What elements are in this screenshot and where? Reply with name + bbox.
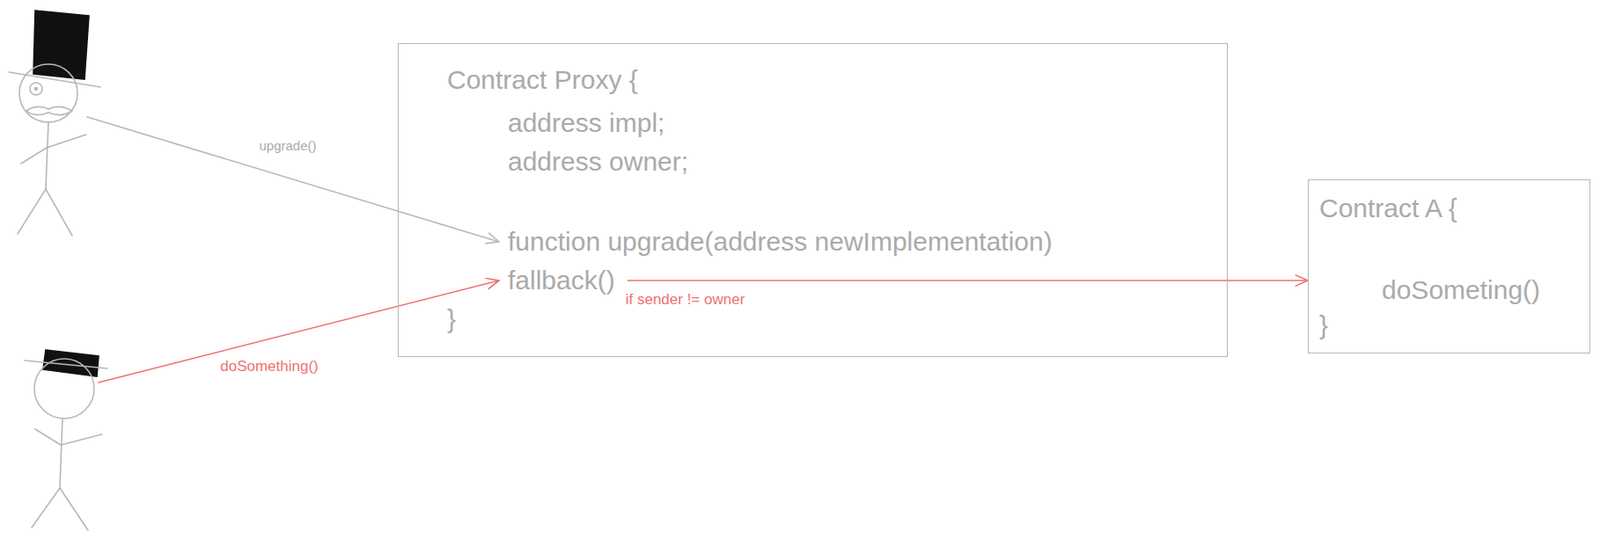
hat-brim <box>24 360 108 369</box>
code-line: function upgrade(address newImplementati… <box>507 225 1053 259</box>
top-hat <box>33 10 89 80</box>
head <box>19 64 78 123</box>
code-line: } <box>1319 308 1329 343</box>
code-box: Contract Proxy { address impl; address own… <box>397 43 1228 358</box>
call-label: upgrade() <box>258 138 316 155</box>
code-line: doSometing() <box>1381 273 1541 308</box>
code-line: } <box>447 302 456 337</box>
call-arrow <box>98 280 500 383</box>
leg <box>31 488 60 529</box>
arrow-head <box>485 233 500 244</box>
leader-line <box>627 279 1228 282</box>
call-label: doSomething() <box>220 358 319 376</box>
body <box>45 122 49 190</box>
arrow-head <box>485 278 500 289</box>
arm <box>35 429 61 446</box>
head <box>34 359 95 419</box>
leg <box>45 189 73 236</box>
code-line: address owner; <box>507 145 689 179</box>
leg <box>17 189 46 235</box>
code-line: Contract Proxy { <box>447 63 639 97</box>
code-line: Contract A { <box>1319 191 1458 226</box>
arm <box>21 147 47 164</box>
arm <box>60 434 103 446</box>
leg <box>59 488 89 531</box>
mustache <box>26 106 73 115</box>
arm <box>46 134 87 148</box>
arrow-head <box>1295 275 1308 287</box>
body <box>59 418 63 489</box>
call-arrow <box>87 117 500 243</box>
monocle-dot <box>35 88 38 91</box>
edge-label: if sender != owner <box>623 291 748 309</box>
code-box: Contract A { doSometing()} <box>1307 179 1591 354</box>
monocle <box>29 82 43 96</box>
stick-figure <box>24 350 108 531</box>
stick-figure <box>8 10 101 236</box>
call-connector <box>1227 279 1308 282</box>
code-line: address impl; <box>507 106 665 140</box>
code-line: fallback() <box>507 264 616 298</box>
